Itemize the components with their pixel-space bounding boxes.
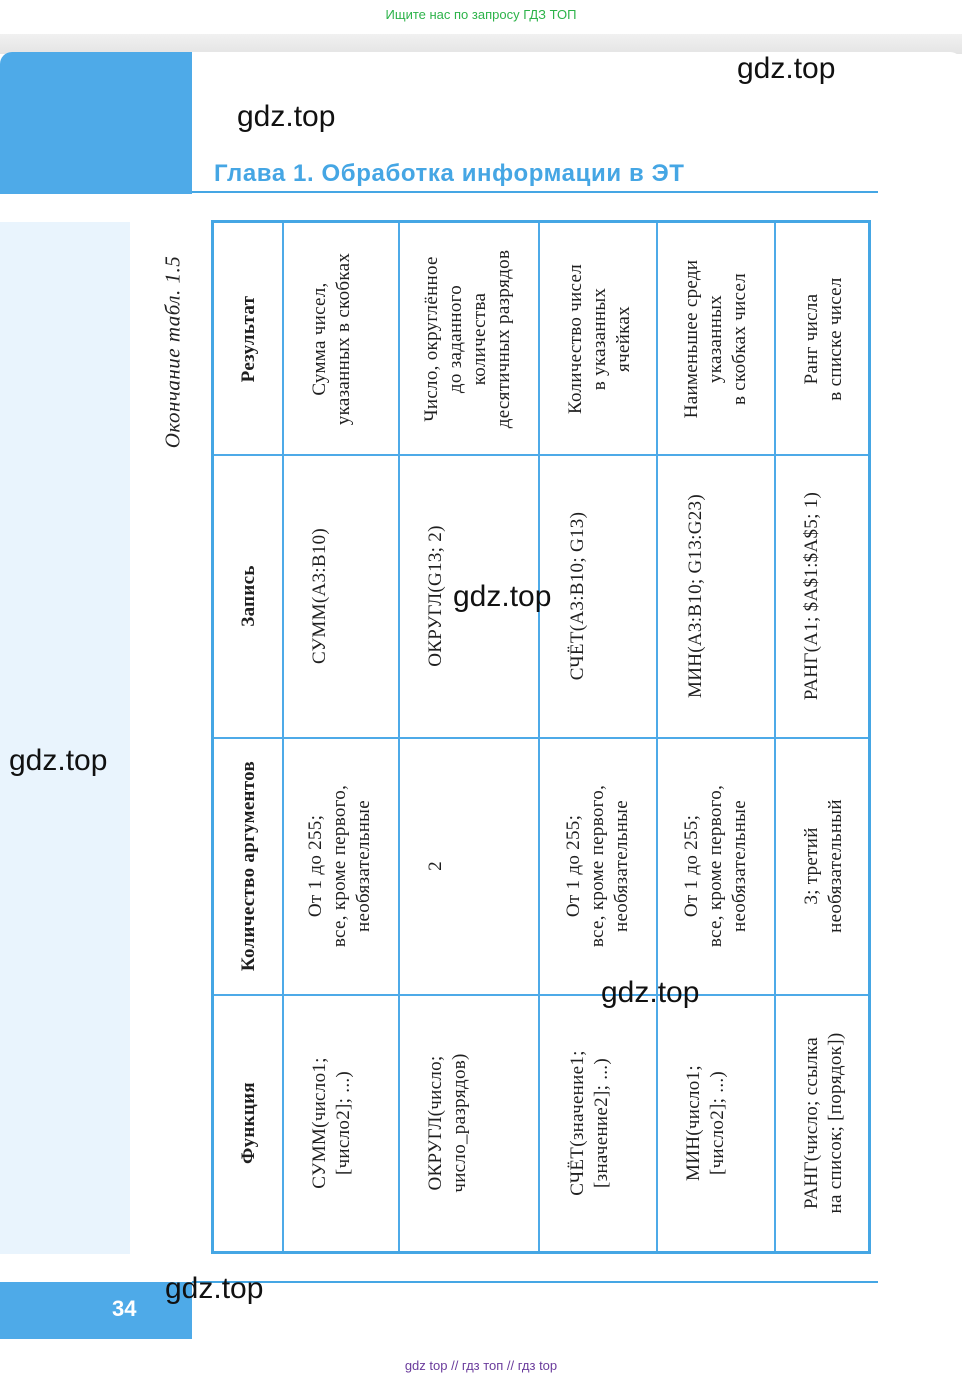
header-function: Функция bbox=[238, 1082, 259, 1164]
header-arg-count: Количество аргументов bbox=[238, 760, 259, 972]
watermark: gdz.top bbox=[601, 976, 700, 1009]
book-page bbox=[0, 52, 962, 1347]
cell-record: ОКРУГЛ(G13; 2) bbox=[425, 525, 446, 667]
watermark: gdz.top bbox=[9, 744, 108, 777]
cell-record: РАНГ(A1; $A$1:$A$5; 1) bbox=[801, 491, 822, 701]
page-shadow bbox=[0, 34, 962, 54]
cell-record: СУММ(A3:B10) bbox=[309, 527, 330, 665]
functions-table bbox=[211, 220, 871, 1254]
header-result: Результат bbox=[238, 295, 259, 383]
page-number-block bbox=[0, 1282, 192, 1339]
table-column-divider bbox=[214, 454, 868, 456]
cell-result: Сумма чисел,указанных в скобках bbox=[309, 252, 354, 426]
cell-function: ОКРУГЛ(число;число_разрядов) bbox=[425, 1053, 470, 1193]
watermark: gdz.top bbox=[237, 100, 336, 133]
cell-function: СУММ(число1;[число2]; ...) bbox=[309, 1057, 354, 1189]
cell-function: МИН(число1;[число2]; ...) bbox=[683, 1065, 728, 1181]
table-caption-text: Окончание табл. 1.5 bbox=[160, 255, 185, 449]
cell-arg-count: 2 bbox=[425, 861, 446, 871]
side-margin-panel bbox=[0, 222, 130, 1254]
cell-arg-count: От 1 до 255;все, кроме первого,необязате… bbox=[563, 784, 632, 948]
watermark: gdz.top bbox=[165, 1272, 264, 1305]
cell-record: СЧЁТ(A3:B10; G13) bbox=[567, 511, 588, 681]
promo-bar: Ищите нас по запросу ГДЗ ТОП bbox=[0, 0, 962, 34]
watermark: gdz.top bbox=[737, 52, 836, 85]
footer-divider bbox=[192, 1281, 878, 1283]
cell-record: МИН(A3:B10; G13:G23) bbox=[685, 494, 706, 698]
footer-text[interactable]: gdz top // гдз топ // гдз top bbox=[404, 1358, 558, 1373]
cell-function: СЧЁТ(значение1;[значение2]; ...) bbox=[567, 1050, 612, 1196]
table-column-divider bbox=[214, 994, 868, 996]
promo-text[interactable]: Ищите нас по запросу ГДЗ ТОП bbox=[385, 7, 577, 22]
header-record: Запись bbox=[238, 565, 259, 627]
cell-arg-count: От 1 до 255;все, кроме первого,необязате… bbox=[681, 784, 750, 948]
header-divider bbox=[192, 191, 878, 193]
chapter-title: Глава 1. Обработка информации в ЭТ bbox=[214, 160, 685, 187]
header-color-block bbox=[0, 52, 192, 194]
table-column-divider bbox=[214, 737, 868, 739]
cell-arg-count: От 1 до 255;все, кроме первого,необязате… bbox=[305, 784, 374, 948]
watermark: gdz.top bbox=[453, 580, 552, 613]
page-number: 34 bbox=[112, 1296, 137, 1321]
